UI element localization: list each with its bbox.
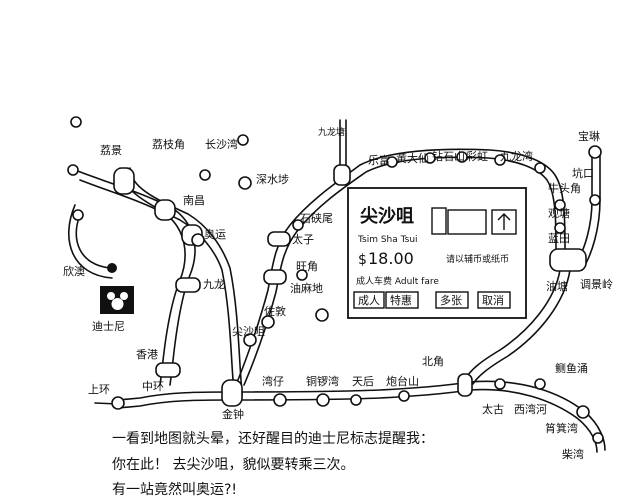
station-label: 太子 [292,233,314,246]
station-label: 佐敦 [264,304,286,318]
panel-icons [431,207,517,235]
station-label: 尖沙咀 [232,325,265,338]
arrow-up-icon [497,213,511,230]
station-label: 天后 [352,375,374,388]
station-label: 黄大仙 [396,151,429,165]
fare-label: 成人车费 Adult fare [356,275,439,287]
button-multiple[interactable]: 多张 [435,291,469,309]
station-label: 金钟 [222,407,244,421]
station-label: 南昌 [183,194,205,207]
station-label: 石硖尾 [300,212,333,225]
station-label: 牛头角 [548,181,581,195]
note-line-3: 有一站竟然叫奥运?! [112,482,238,498]
station-label: 铜锣湾 [306,374,339,388]
station-label: 油塘 [546,279,568,293]
fare-symbol: $ [358,252,367,268]
button-cancel-label: 取消 [482,293,504,307]
button-adult-label: 成人 [358,294,380,307]
station-label: 旺角 [296,260,318,273]
station-label: 中环 [142,380,164,393]
panel-title-cn: 尖沙咀 [360,205,414,227]
station-label: 蓝田 [548,232,570,245]
station-label: 迪士尼 [92,320,125,333]
station-label: 上环 [88,383,110,396]
station-label: 调景岭 [580,277,613,291]
station-label: 柴湾 [562,447,584,461]
fare-info: 请以辅币或纸币 [446,253,509,265]
station-label: 西湾河 [514,402,547,416]
note-line-1: 一看到地图就头晕，还好醒目的迪士尼标志提醒我： [112,431,434,447]
station-label: 奥运 [204,227,226,241]
button-cancel[interactable]: 取消 [477,291,511,309]
station-label: 坑口 [572,166,594,180]
station-label: 宝琳 [578,129,600,143]
station-label: 荔枝角 [152,137,185,151]
station-label: 长沙湾 [205,137,238,151]
station-label: 深水埗 [256,172,289,186]
station-label: 太古 [482,403,504,416]
station-label: 彩虹 [466,150,488,163]
ticket-panel: 尖沙咀 Tsim Sha Tsui $ 18.00 请以辅币或纸币 成人车费 A… [347,187,527,319]
station-label: 香港 [136,348,158,361]
button-concession-label: 特惠 [390,293,412,307]
station-label: 钻石山 [432,149,465,163]
station-label: 北角 [422,355,444,368]
panel-title-en: Tsim Sha Tsui [357,235,418,245]
station-label: 湾仔 [262,374,284,388]
button-multiple-label: 多张 [440,293,462,307]
station-label: 筲箕湾 [545,421,578,435]
note-line-2: 你在此！ 去尖沙咀，貌似要转乘三次。 [112,457,355,473]
fare-amount: 18.00 [368,249,414,268]
station-label lbl-small: 九龙塘 [318,126,345,138]
station-label: 荔景 [100,144,122,157]
station-label: 欣澳 [63,264,85,278]
station-label: 炮台山 [386,374,419,388]
station-label: 观塘 [548,206,570,220]
disney-mickey-icon [100,286,134,314]
station-label: 九龙 [203,278,225,291]
button-adult[interactable]: 成人 [353,291,385,309]
station-label: 乐富 [368,153,390,167]
button-concession[interactable]: 特惠 [385,291,419,309]
station-label: 九龙湾 [500,149,533,163]
station-label: 鲗鱼涌 [555,361,588,375]
station-label: 油麻地 [290,281,323,295]
